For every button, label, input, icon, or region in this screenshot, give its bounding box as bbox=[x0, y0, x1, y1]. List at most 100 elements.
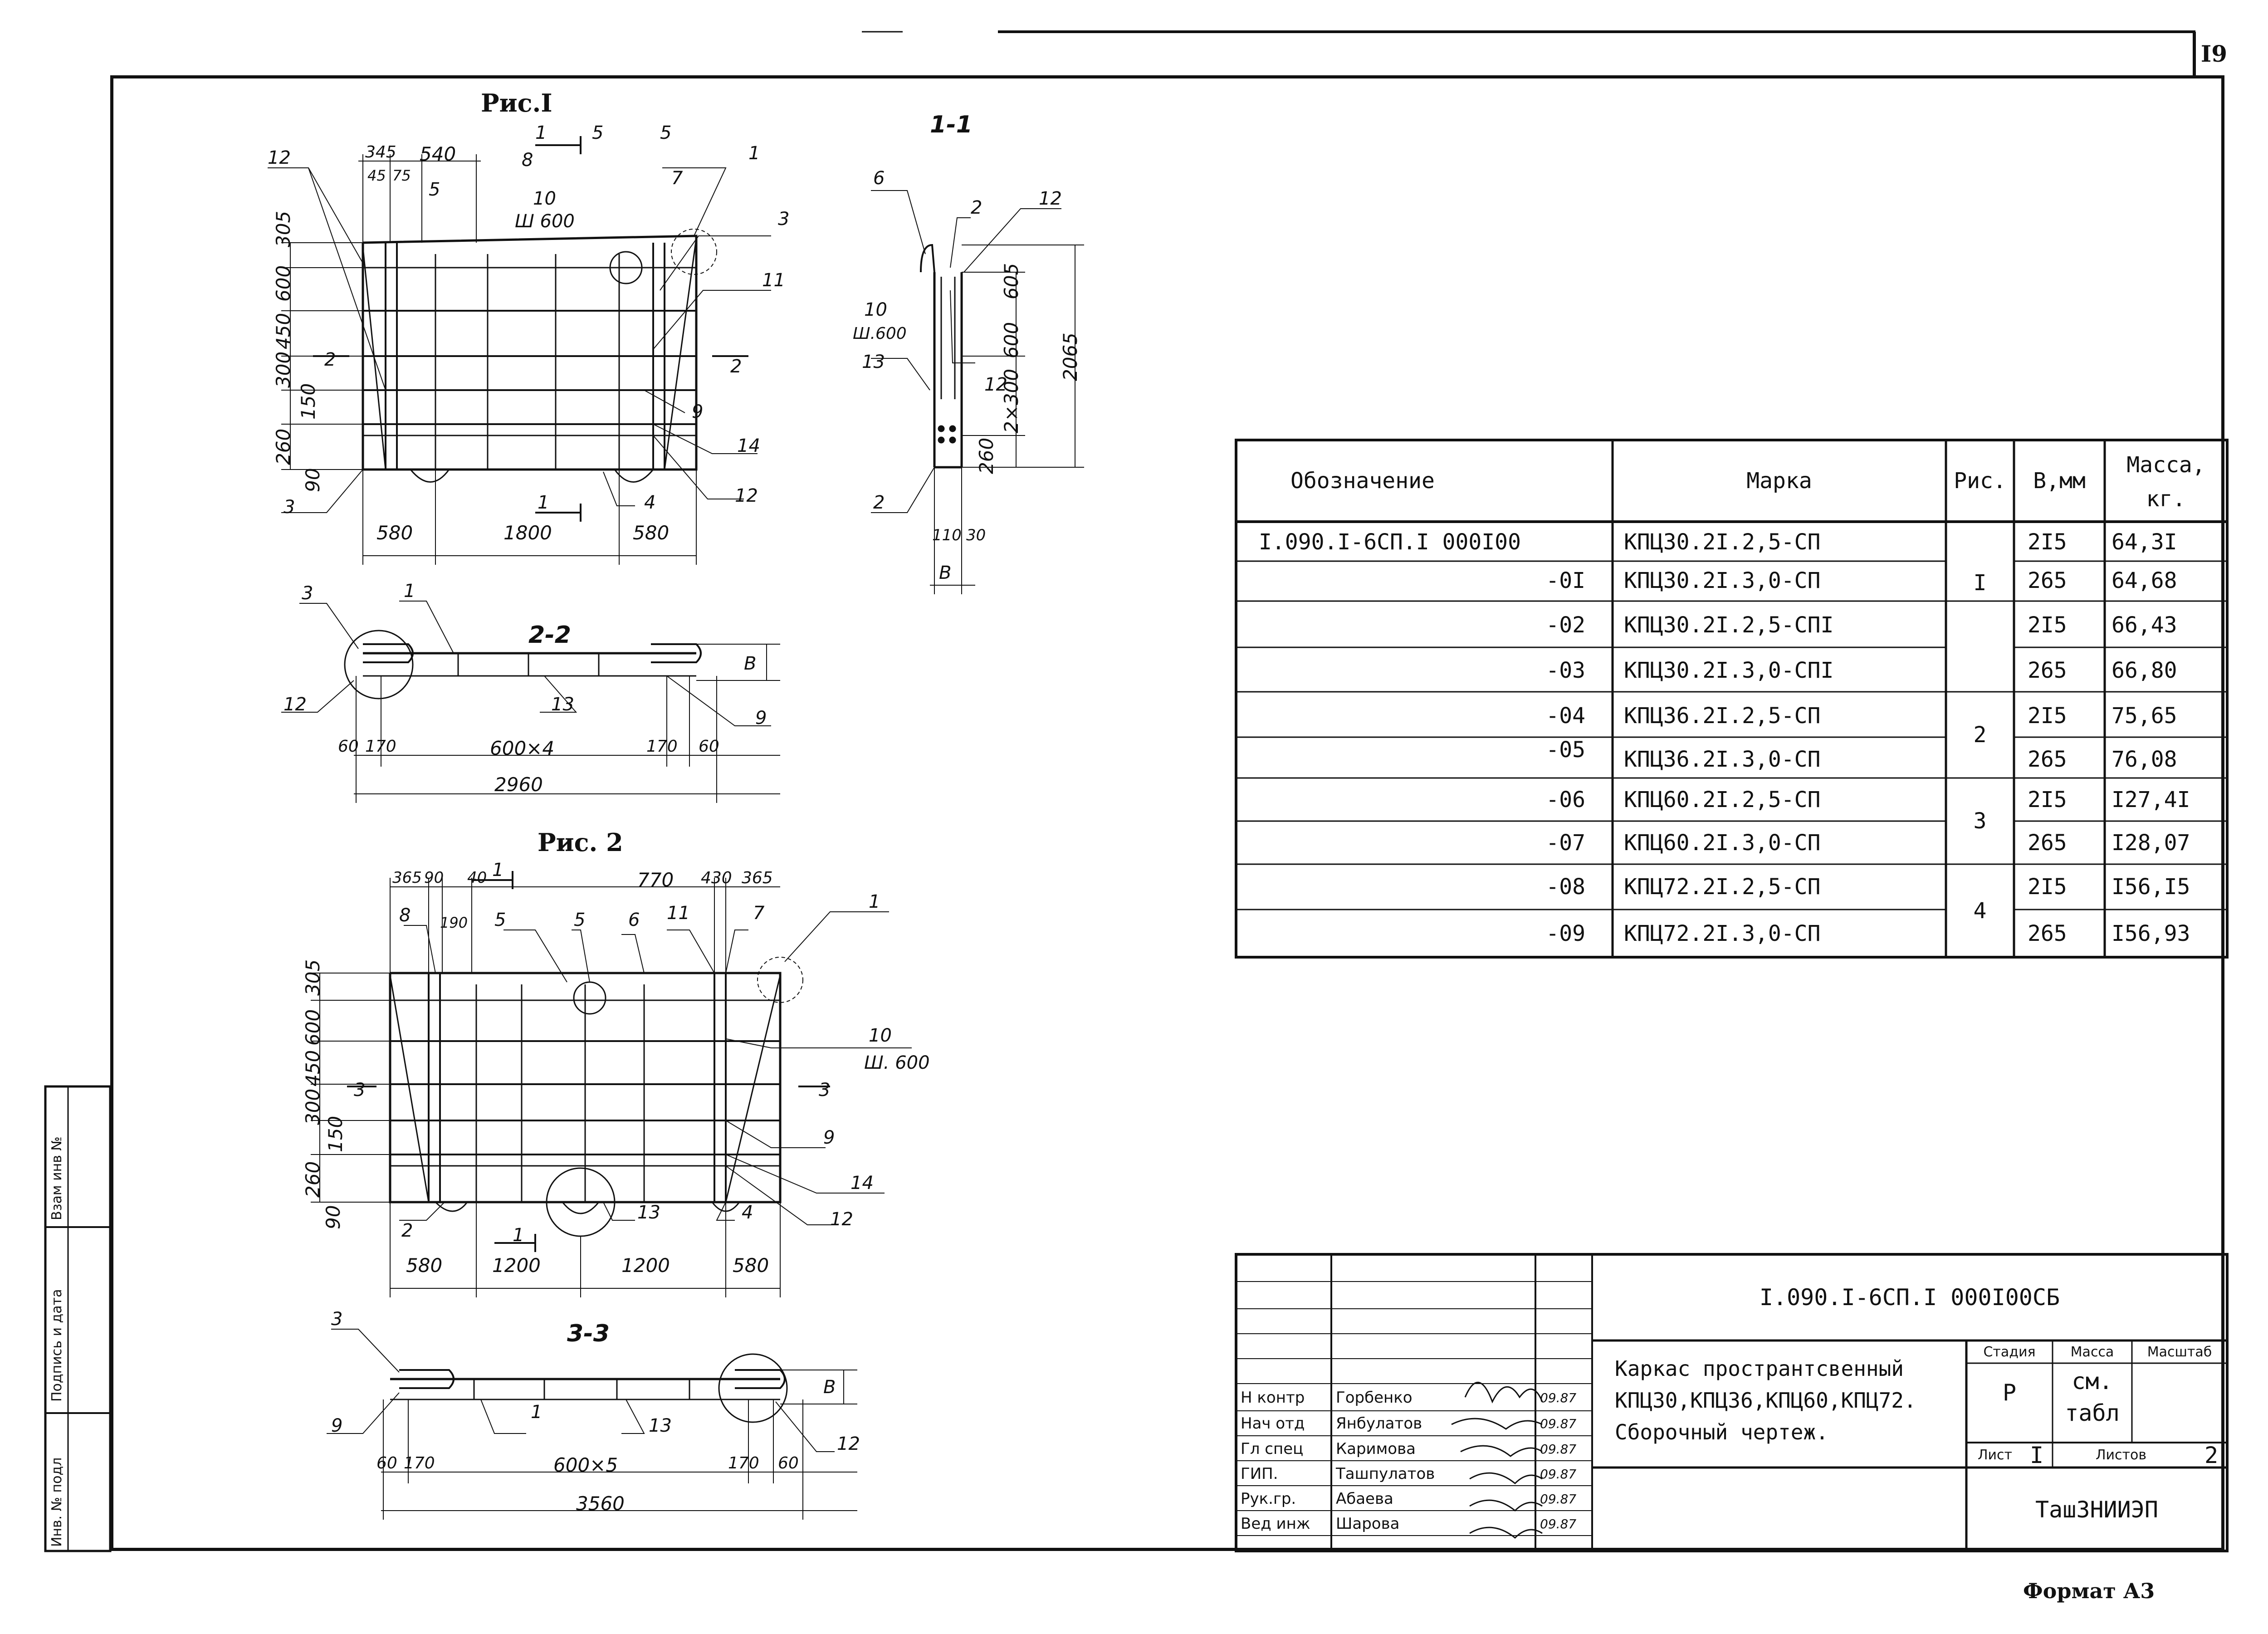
sign-date: 09.87 bbox=[1540, 1466, 1577, 1482]
spec-row-mass: I28,07 bbox=[2112, 830, 2190, 856]
fig1-dim-bottom: 1800 bbox=[503, 522, 552, 544]
fig2-callout: Ш. 600 bbox=[864, 1052, 930, 1073]
spec-row-mark: КПЦ30.2I.3,0-СП bbox=[1624, 568, 1821, 593]
role: Н контр bbox=[1241, 1389, 1305, 1407]
spec-row-code: -08 bbox=[1546, 874, 1585, 900]
fig2-dim-left: 260 bbox=[302, 1161, 324, 1198]
spec-row-b: 2I5 bbox=[2028, 612, 2067, 638]
spec-row-b: 2I5 bbox=[2028, 703, 2067, 729]
spec-row-code: -07 bbox=[1546, 830, 1585, 856]
spec-row-code: -0I bbox=[1546, 568, 1585, 593]
fig1-dim-bottom: 580 bbox=[376, 522, 413, 544]
spec-row-fig: 3 bbox=[1973, 808, 1987, 834]
person-name: Янбулатов bbox=[1336, 1414, 1422, 1433]
sec11-dim: 260 bbox=[975, 437, 997, 474]
sec33-total: 3560 bbox=[576, 1492, 625, 1515]
fig1-callout: 5 bbox=[592, 122, 604, 143]
fig1-callout: 3 bbox=[778, 209, 790, 230]
role: ГИП. bbox=[1241, 1465, 1278, 1483]
spec-row-mark: КПЦ30.2I.3,0-СПI bbox=[1624, 657, 1834, 683]
fig2-dim-bottom: 1200 bbox=[621, 1254, 670, 1277]
fig1-callout: 12 bbox=[735, 485, 758, 506]
fig2-dim-top: 770 bbox=[637, 869, 674, 891]
role: Нач отд bbox=[1241, 1414, 1305, 1433]
sec33-dim: 60 bbox=[778, 1454, 799, 1473]
sec11-dim: 30 bbox=[966, 526, 986, 544]
spec-row-code: -02 bbox=[1546, 612, 1585, 638]
spec-row-mass: 64,68 bbox=[2112, 568, 2177, 593]
sign-date: 09.87 bbox=[1540, 1416, 1577, 1431]
fig1-dim-top: 345 bbox=[365, 143, 396, 161]
fig2-dim-top: 430 bbox=[701, 869, 732, 887]
spec-row-fig: 4 bbox=[1973, 898, 1987, 924]
scale-label: Масштаб bbox=[2147, 1344, 2212, 1360]
fig1-callout: 10 bbox=[533, 188, 556, 209]
fig1-dim-left: 260 bbox=[272, 428, 294, 465]
spec-row-mass: I56,93 bbox=[2112, 920, 2190, 946]
stage-value: Р bbox=[2002, 1380, 2017, 1406]
fig2-callout: 1 bbox=[869, 891, 880, 912]
spec-row-mark: КПЦ60.2I.3,0-СП bbox=[1624, 830, 1821, 856]
spec-row-mass: 76,08 bbox=[2112, 747, 2177, 772]
format-label: Формат А3 bbox=[2023, 1579, 2155, 1603]
doc-title-line-1: Каркас пространтсвенный bbox=[1615, 1356, 1904, 1381]
fig1-callout: 1 bbox=[538, 492, 549, 513]
spec-row-code: -09 bbox=[1546, 920, 1585, 946]
sec11-callout: Ш.600 bbox=[853, 324, 907, 343]
fig2-dim-top: 365 bbox=[392, 869, 422, 887]
sec33-dim: 60 bbox=[376, 1454, 397, 1473]
fig2-dim-left: 305 bbox=[302, 959, 324, 996]
spec-row-fig: I bbox=[1973, 570, 1987, 596]
spec-row-code: -03 bbox=[1546, 657, 1585, 683]
spec-row-fig: 2 bbox=[1973, 722, 1987, 748]
sec33-drawing bbox=[327, 1329, 857, 1520]
doc-code: I.090.I-6СП.I 000I00СБ bbox=[1759, 1284, 2060, 1311]
sec11-callout: 6 bbox=[873, 168, 885, 189]
spec-row-b: 265 bbox=[2028, 657, 2067, 683]
fig2-callout: 8 bbox=[399, 905, 411, 926]
fig2-callout: 4 bbox=[742, 1202, 753, 1223]
spec-row-b: 2I5 bbox=[2028, 874, 2067, 900]
fig1-dim-top: 540 bbox=[420, 143, 456, 165]
sec22-dim: 60 bbox=[338, 737, 359, 756]
fig2-callout: 1 bbox=[492, 860, 504, 881]
spec-row-mark: КПЦ30.2I.2,5-СПI bbox=[1624, 612, 1834, 638]
sec11-callout: 12 bbox=[984, 374, 1007, 395]
fig2-dim-bottom: 1200 bbox=[492, 1254, 541, 1277]
role: Вед инж bbox=[1241, 1515, 1310, 1533]
fig2-dim-top: 190 bbox=[440, 914, 468, 931]
sec33-callout: B bbox=[823, 1377, 836, 1398]
spec-row-mark: КПЦ72.2I.2,5-СП bbox=[1624, 874, 1821, 900]
fig2-drawing bbox=[311, 871, 912, 1297]
sec33-dim: 600×5 bbox=[553, 1454, 618, 1476]
sec11-dim: B bbox=[939, 563, 952, 583]
fig2-callout: 13 bbox=[637, 1202, 660, 1223]
sec22-callout: 3 bbox=[302, 583, 313, 604]
section-2-2-title: 2-2 bbox=[528, 621, 571, 649]
side-stamp-signature: Подпись и дата bbox=[49, 1289, 65, 1402]
mass-ref-1: см. bbox=[2072, 1368, 2113, 1394]
sec33-callout: 1 bbox=[531, 1402, 543, 1423]
sec11-callout: 10 bbox=[864, 299, 887, 320]
fig1-callout: 14 bbox=[737, 435, 760, 456]
fig2-dim-left: 600 bbox=[302, 1009, 324, 1046]
sec33-dim: 170 bbox=[404, 1454, 435, 1473]
fig2-callout: 5 bbox=[574, 910, 586, 930]
spec-header-fig: Рис. bbox=[1954, 468, 2006, 494]
sec33-callout: 9 bbox=[331, 1415, 343, 1436]
fig1-drawing bbox=[268, 136, 771, 565]
spec-row-mass: I56,I5 bbox=[2112, 874, 2190, 900]
spec-row-b: 265 bbox=[2028, 747, 2067, 772]
spec-row-b: 2I5 bbox=[2028, 529, 2067, 555]
mass-ref-2: табл bbox=[2065, 1400, 2120, 1426]
doc-title-line-3: Сборочный чертеж. bbox=[1615, 1420, 1828, 1444]
title-block-lines bbox=[1235, 1253, 2229, 1552]
fig2-callout: 3 bbox=[354, 1080, 366, 1101]
spec-header-mass: Масса, bbox=[2126, 452, 2205, 478]
spec-row-mark: КПЦ72.2I.3,0-СП bbox=[1624, 920, 1821, 946]
section-3-3-title: 3-3 bbox=[567, 1320, 610, 1347]
sec22-callout: 12 bbox=[284, 694, 307, 715]
spec-row-mass: 75,65 bbox=[2112, 703, 2177, 729]
sec22-dim: 170 bbox=[646, 737, 678, 756]
role: Гл спец bbox=[1241, 1440, 1304, 1458]
